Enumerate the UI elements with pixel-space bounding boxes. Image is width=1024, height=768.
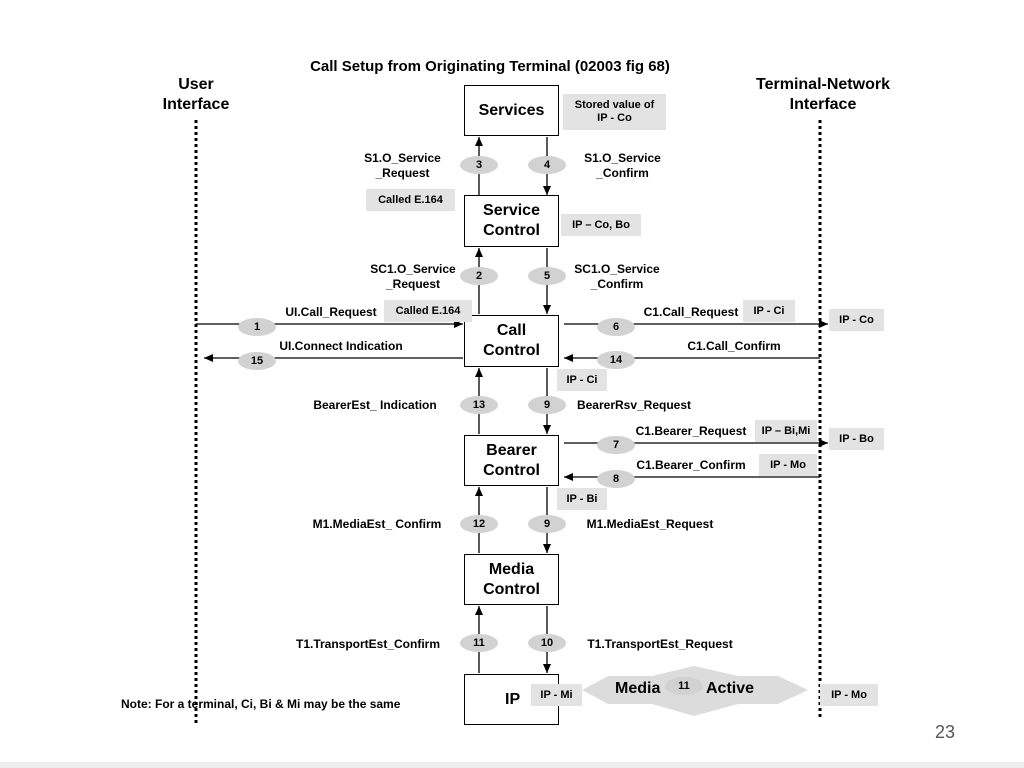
ip-co-bo-note: IP – Co, Bo [561, 214, 641, 236]
ip-bi-mi-note: IP – Bi,Mi [755, 420, 817, 442]
step-badge: 14 [597, 351, 635, 369]
step-badge: 12 [460, 515, 498, 533]
called-e164-call-note: Called E.164 [384, 300, 472, 322]
ip-box-label: IP [505, 690, 521, 708]
active-label: Active [706, 680, 755, 697]
sc1-service-request-label: SC1.O_Service _Request [370, 262, 456, 291]
step-badge: 2 [460, 267, 498, 285]
t1-transport-est-confirm-label: T1.TransportEst_Confirm [295, 637, 441, 651]
ip-ci-call-request-note: IP - Ci [743, 300, 795, 322]
network-interface-label: Terminal-Network Interface [756, 76, 890, 113]
call-control-box: Call Control [464, 315, 559, 367]
c1-call-confirm-label: C1.Call_Confirm [687, 339, 781, 353]
ip-mi-note: IP - Mi [531, 684, 582, 706]
step-badge: 9 [528, 515, 566, 533]
step-badge: 11 [460, 634, 498, 652]
service-control-box: Service Control [464, 195, 559, 247]
step-badge: 10 [528, 634, 566, 652]
media-control-box: Media Control [464, 554, 559, 605]
ip-ci-below-call-note: IP - Ci [557, 369, 607, 391]
step-badge: 6 [597, 318, 635, 336]
step-badge: 15 [238, 352, 276, 370]
step-badge: 1 [238, 318, 276, 336]
c1-call-request-label: C1.Call_Request [643, 305, 739, 319]
media-label: Media [615, 680, 661, 697]
ui-call-request-label: UI.Call_Request [285, 305, 377, 319]
bottom-bar [0, 762, 1024, 768]
step-badge: 5 [528, 267, 566, 285]
bearer-control-box: Bearer Control [464, 435, 559, 486]
footnote: Note: For a terminal, Ci, Bi & Mi may be… [121, 697, 401, 711]
ui-connect-indication-label: UI.Connect Indication [279, 339, 403, 353]
step-badge: 13 [460, 396, 498, 414]
called-e164-service-note: Called E.164 [366, 189, 455, 211]
m1-media-est-confirm-label: M1.MediaEst_ Confirm [312, 517, 442, 531]
step-badge: 7 [597, 436, 635, 454]
step-badge: 3 [460, 156, 498, 174]
ip-mo-right-note: IP - Mo [820, 684, 878, 706]
step-badge: 11 [665, 677, 703, 695]
ip-co-right-note: IP - Co [829, 309, 884, 331]
step-badge: 9 [528, 396, 566, 414]
m1-media-est-request-label: M1.MediaEst_Request [586, 517, 714, 531]
s1-service-request-label: S1.O_Service _Request [364, 151, 441, 180]
services-box: Services [464, 85, 559, 136]
c1-bearer-confirm-label: C1.Bearer_Confirm [636, 458, 746, 472]
bearer-est-indication-label: BearerEst_ Indication [313, 398, 437, 412]
ip-bo-right-note: IP - Bo [829, 428, 884, 450]
step-badge: 4 [528, 156, 566, 174]
page-number: 23 [935, 722, 956, 742]
t1-transport-est-request-label: T1.TransportEst_Request [587, 637, 733, 651]
ip-mo-bearer-note: IP - Mo [759, 454, 817, 476]
diagram-title: Call Setup from Originating Terminal (02… [310, 58, 670, 75]
ip-bi-below-bearer-note: IP - Bi [557, 488, 607, 510]
sc1-service-confirm-label: SC1.O_Service _Confirm [574, 262, 660, 291]
bearer-rsv-request-label: BearerRsv_Request [576, 398, 692, 412]
s1-service-confirm-label: S1.O_Service _Confirm [584, 151, 661, 180]
user-interface-label: User Interface [162, 76, 230, 113]
step-badge: 8 [597, 470, 635, 488]
c1-bearer-request-label: C1.Bearer_Request [635, 424, 747, 438]
stored-value-note: Stored value of IP - Co [563, 94, 666, 130]
